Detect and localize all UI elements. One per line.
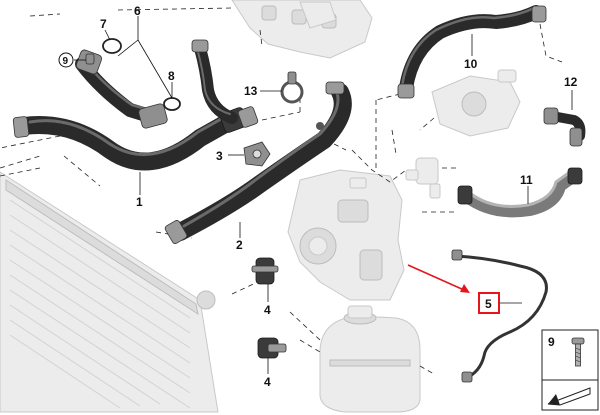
radiator-ghost — [0, 171, 219, 413]
part-10-hose[interactable] — [397, 5, 547, 99]
part-7-o-ring[interactable] — [102, 38, 122, 54]
callout-11[interactable]: 11 — [520, 173, 533, 187]
screw-icon — [571, 337, 585, 367]
callout-6[interactable]: 6 — [134, 4, 141, 18]
highlight-arrow — [407, 264, 470, 293]
callout-12[interactable]: 12 — [564, 75, 578, 89]
callouts: 1 2 3 4 4 5 6 7 8 10 11 12 13 — [100, 4, 578, 389]
engine-block-ghost — [231, 0, 373, 59]
expansion-tank-ghost — [319, 305, 421, 413]
part-9-screw-top[interactable] — [85, 53, 95, 65]
part-12-hose[interactable] — [543, 107, 586, 147]
callout-4-lower[interactable]: 4 — [264, 375, 271, 389]
part-3-bracket[interactable] — [243, 141, 271, 167]
highlight-box — [478, 292, 500, 314]
routing-dashed-lines — [0, 7, 563, 375]
callout-8[interactable]: 8 — [168, 69, 175, 83]
legend-box: 9 — [541, 329, 599, 411]
callout-9-circled[interactable]: 9 — [58, 52, 74, 68]
callout-13[interactable]: 13 — [244, 84, 258, 98]
callout-10[interactable]: 10 — [464, 57, 478, 71]
callout-9[interactable]: 9 — [63, 56, 69, 67]
direction-arrow-icon — [547, 387, 591, 406]
part-6-connector-hose[interactable] — [75, 39, 238, 129]
callout-2[interactable]: 2 — [236, 238, 243, 252]
part-2-radiator-hose[interactable] — [164, 81, 352, 245]
legend-number: 9 — [548, 335, 555, 349]
callout-4-upper[interactable]: 4 — [264, 303, 271, 317]
part-5-vent-line[interactable] — [451, 249, 548, 383]
sensor-ghost — [405, 157, 441, 199]
part-4-connector-lower[interactable] — [257, 337, 287, 359]
water-pump-ghost — [287, 169, 405, 301]
callout-3[interactable]: 3 — [216, 149, 223, 163]
part-11-hose[interactable] — [457, 167, 583, 218]
part-8-o-ring[interactable] — [163, 97, 181, 111]
part-4-connector-upper[interactable] — [251, 257, 279, 285]
callout-1[interactable]: 1 — [136, 195, 143, 209]
callout-5[interactable]: 5 — [485, 297, 492, 311]
part-13-hose-clip[interactable] — [280, 71, 304, 104]
aux-pump-ghost — [431, 69, 521, 137]
leader-lines — [74, 16, 573, 374]
callout-7[interactable]: 7 — [100, 17, 107, 31]
